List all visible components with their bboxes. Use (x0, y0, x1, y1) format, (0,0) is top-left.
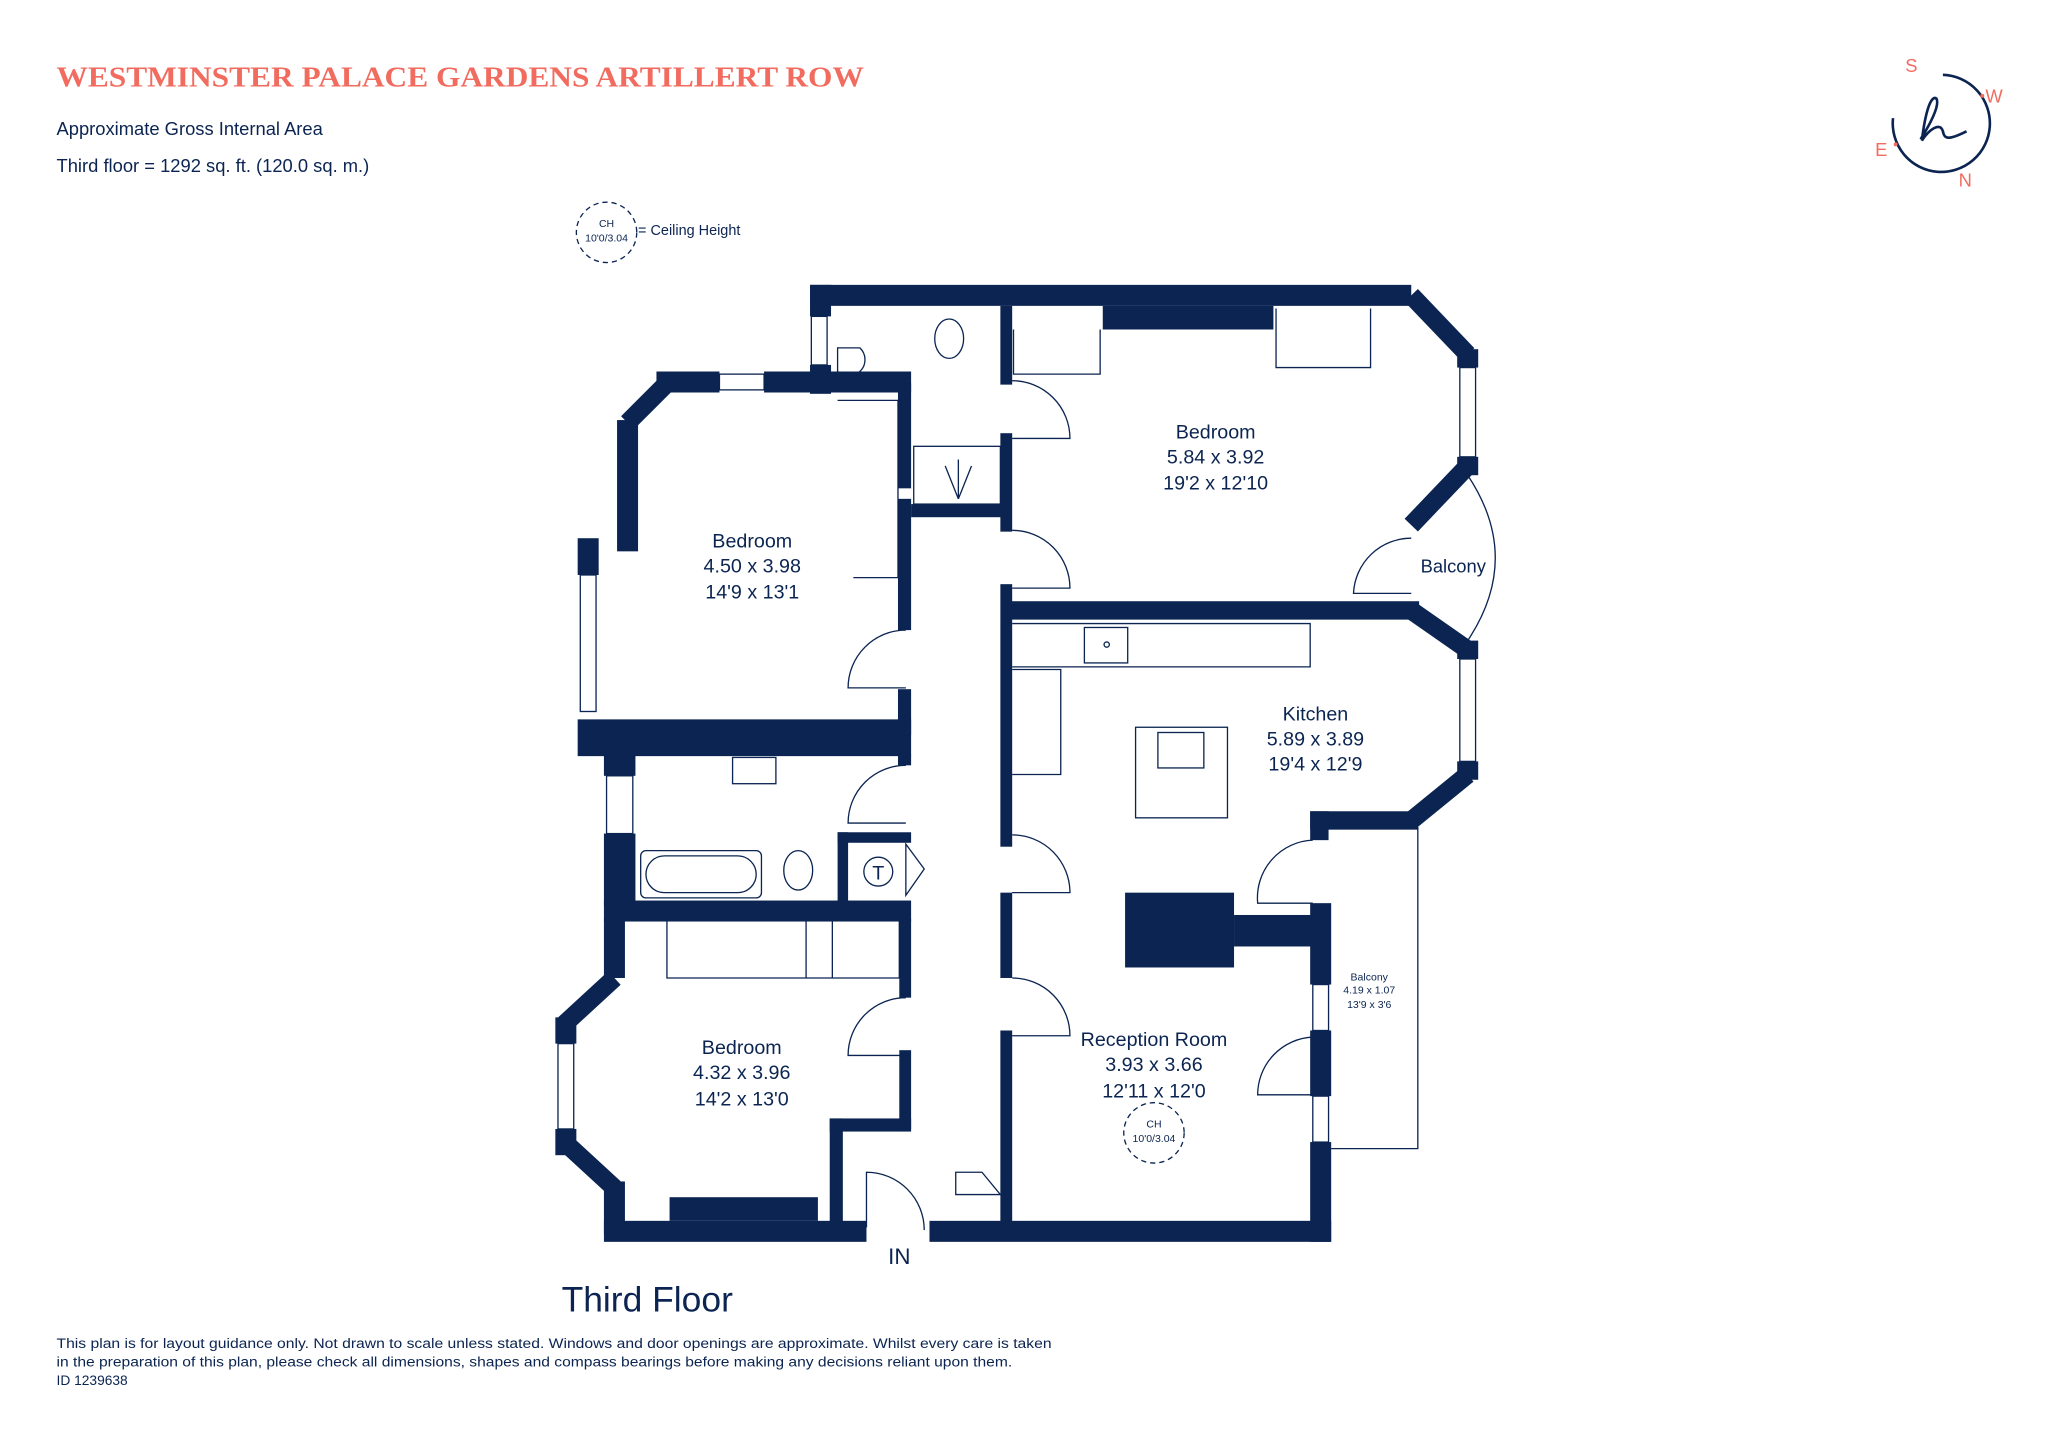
room-imperial: 19'2 x 12'10 (1163, 473, 1268, 495)
room-metric: 4.50 x 3.98 (704, 555, 801, 577)
room-bedroom-1: Bedroom 5.84 x 3.92 19'2 x 12'10 (1163, 421, 1268, 494)
compass-n: N (1959, 169, 1972, 190)
compass-s: S (1905, 55, 1917, 76)
floor-title: Third Floor (562, 1279, 734, 1319)
area-value: Third floor = 1292 sq. ft. (120.0 sq. m.… (57, 155, 370, 176)
ch-value: 10'0/3.04 (1133, 1133, 1176, 1145)
legend-ch-value: 10'0/3.04 (585, 233, 628, 245)
room-metric: 5.84 x 3.92 (1167, 446, 1264, 468)
entrance-label: IN (888, 1244, 910, 1269)
doors-fixtures: T (640, 308, 1496, 1231)
room-metric: 4.32 x 3.96 (693, 1062, 790, 1084)
room-name: Bedroom (1176, 421, 1256, 443)
room-metric: 4.19 x 1.07 (1343, 985, 1395, 997)
room-name: Kitchen (1283, 704, 1349, 726)
tank-cupboard-label: T (872, 863, 884, 885)
room-metric: 5.89 x 3.89 (1267, 729, 1364, 751)
room-name: Balcony (1351, 972, 1389, 984)
room-metric: 3.93 x 3.66 (1105, 1054, 1202, 1076)
h-signature-icon (1919, 96, 1968, 142)
room-imperial: 12'11 x 12'0 (1102, 1080, 1206, 1102)
room-reception: Reception Room 3.93 x 3.66 12'11 x 12'0 … (1081, 1029, 1228, 1164)
disclaimer-line-1: This plan is for layout guidance only. N… (57, 1336, 1052, 1351)
room-imperial: 14'9 x 13'1 (705, 582, 799, 604)
room-imperial: 14'2 x 13'0 (695, 1088, 789, 1110)
area-label: Approximate Gross Internal Area (57, 118, 324, 139)
balcony-bay-label: Balcony (1421, 555, 1487, 576)
property-title: WESTMINSTER PALACE GARDENS ARTILLERT ROW (57, 62, 864, 94)
compass-e: E (1875, 139, 1887, 160)
room-bedroom-2: Bedroom 4.50 x 3.98 14'9 x 13'1 (704, 530, 801, 603)
room-name: Bedroom (712, 530, 792, 552)
compass-logo: S W E N (1875, 55, 2003, 190)
ch-circle-icon (1123, 1102, 1185, 1164)
room-imperial: 13'9 x 3'6 (1347, 999, 1391, 1011)
legend-ch-label: CH (599, 218, 614, 230)
disclaimer-line-2: in the preparation of this plan, please … (57, 1355, 1013, 1370)
room-name: Reception Room (1081, 1029, 1228, 1051)
room-bedroom-3: Bedroom 4.32 x 3.96 14'2 x 13'0 (693, 1037, 790, 1110)
ch-circle-icon (575, 201, 638, 264)
walls (555, 284, 1479, 1242)
compass-w: W (1985, 85, 2003, 106)
legend-meaning: = Ceiling Height (638, 223, 740, 239)
plan-id: ID 1239638 (57, 1373, 129, 1388)
room-name: Bedroom (702, 1037, 782, 1059)
room-kitchen: Kitchen 5.89 x 3.89 19'4 x 12'9 (1267, 704, 1364, 776)
room-imperial: 19'4 x 12'9 (1268, 754, 1362, 776)
compass-ring-icon (1891, 73, 1992, 174)
ch-label: CH (1146, 1119, 1161, 1131)
balcony-small: Balcony 4.19 x 1.07 13'9 x 3'6 (1343, 972, 1395, 1012)
ceiling-height-legend: CH 10'0/3.04 = Ceiling Height (575, 201, 740, 264)
